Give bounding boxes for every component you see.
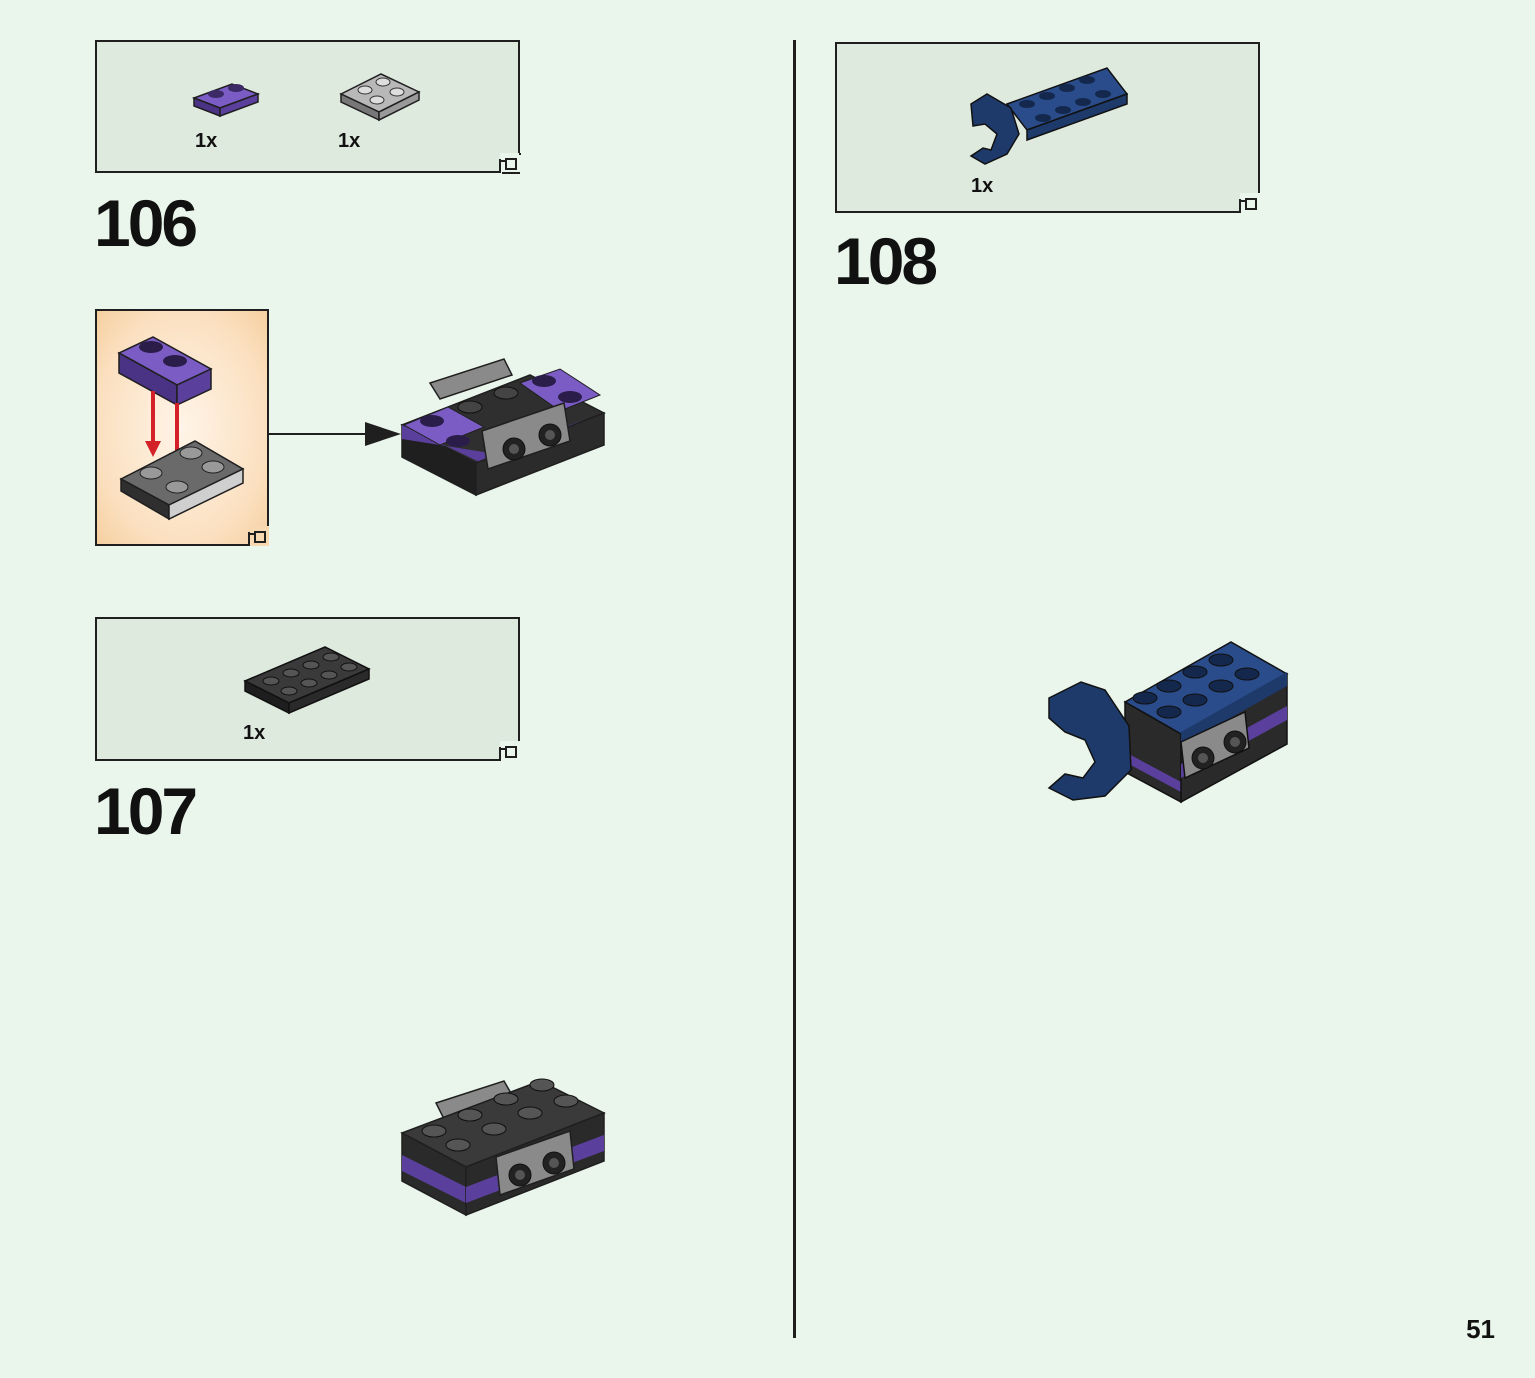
part-quantity: 1x xyxy=(243,722,266,744)
page-corner-icon xyxy=(248,526,269,546)
subassembly-illustration xyxy=(117,336,245,521)
page-corner-icon xyxy=(499,741,520,761)
page-corner-icon xyxy=(499,153,521,174)
part-quantity: 1x xyxy=(195,130,218,152)
purple-plate-1x2-icon xyxy=(191,83,261,118)
page-corner-icon xyxy=(1239,193,1260,213)
black-plate-2x4-icon xyxy=(243,646,371,715)
model-step-108 xyxy=(1047,641,1289,804)
gray-bracket-plate-icon xyxy=(339,73,421,122)
step-number: 107 xyxy=(94,774,198,848)
model-step-107 xyxy=(400,1078,606,1217)
column-divider xyxy=(793,40,796,1338)
dark-blue-clip-plate-icon xyxy=(969,67,1129,165)
step-number: 106 xyxy=(94,186,198,260)
part-quantity: 1x xyxy=(338,130,361,152)
parts-list-step-106: 1x 1x xyxy=(95,40,521,174)
arrow-right-icon xyxy=(269,422,401,446)
page-number: 51 xyxy=(1466,1314,1495,1344)
model-step-106 xyxy=(400,358,606,497)
part-quantity: 1x xyxy=(971,175,994,197)
step-number: 108 xyxy=(834,224,938,298)
subassembly-callout xyxy=(95,309,269,546)
parts-list-step-108: 1x xyxy=(835,42,1260,213)
parts-list-step-107: 1x xyxy=(95,617,520,761)
